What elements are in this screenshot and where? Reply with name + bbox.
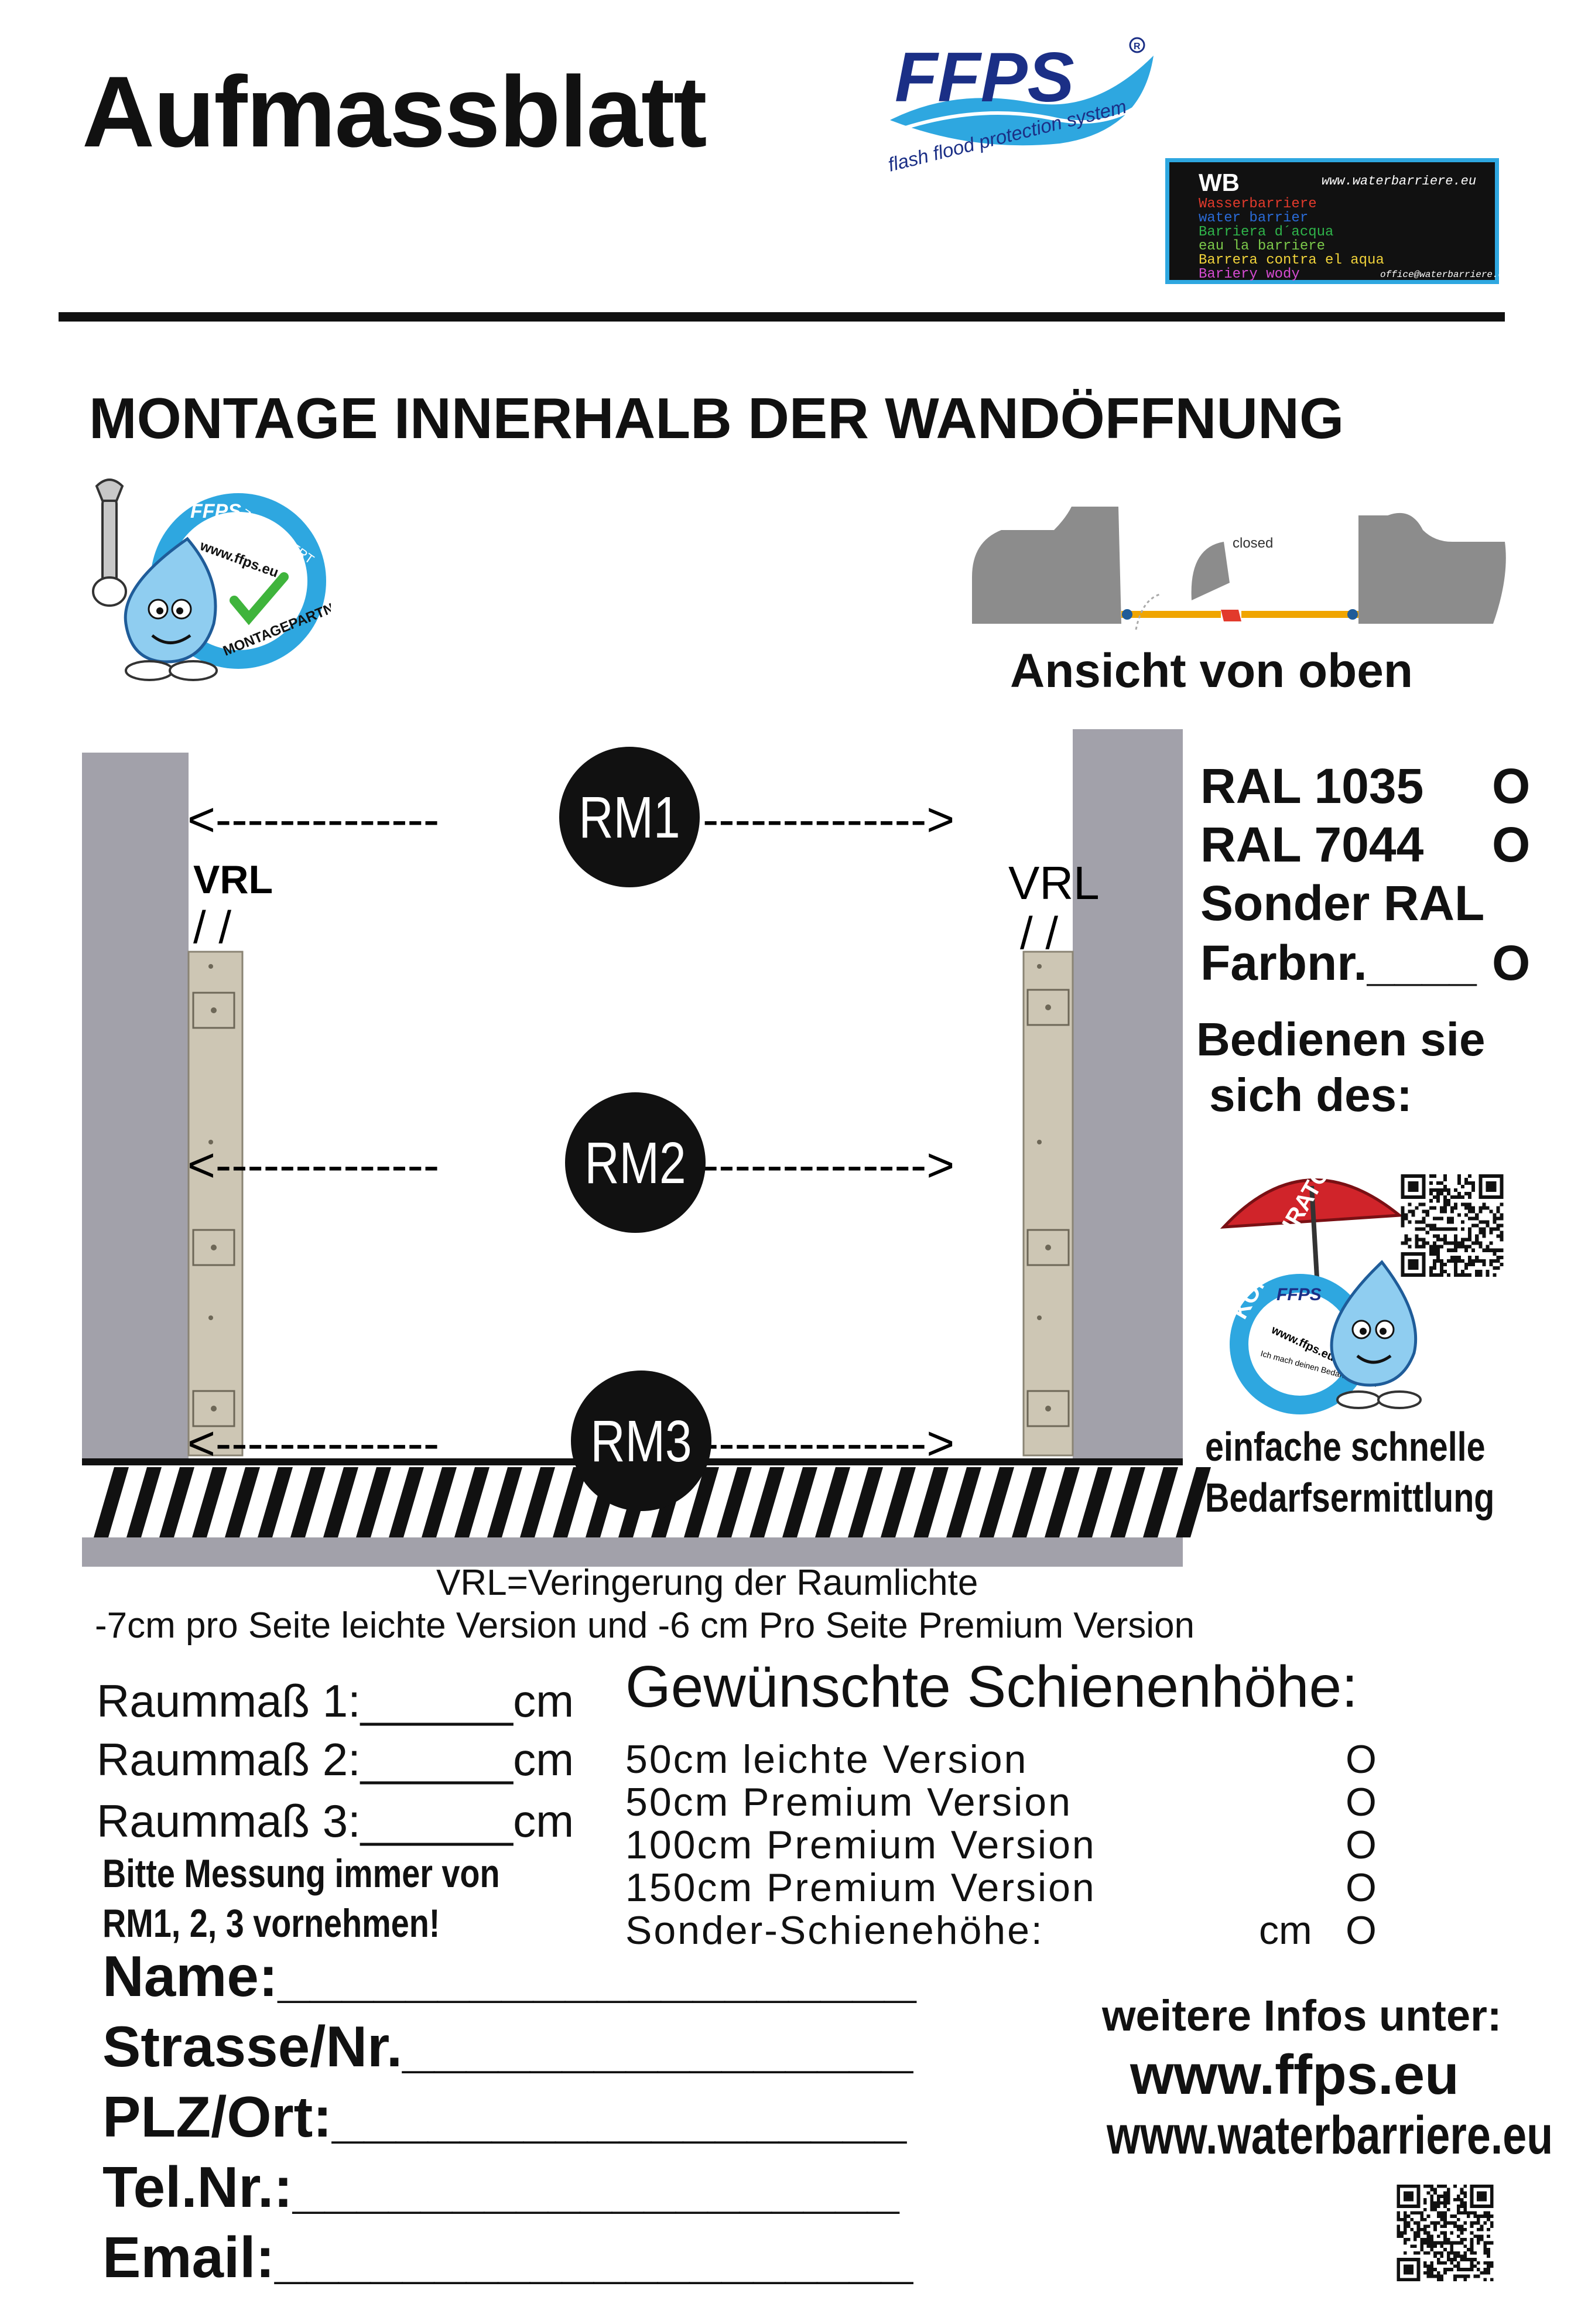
floor-base-shape	[82, 1458, 1183, 1567]
left-rail-shape	[1121, 611, 1221, 618]
wb-abbr: WB	[1199, 169, 1240, 196]
measure-marker	[559, 747, 700, 887]
measure-arrow-left: <--------------	[187, 1139, 439, 1192]
rail-sonder-unit: cm	[1259, 1908, 1312, 1953]
measurement-hint-line1: Bitte Messung immer von	[102, 1851, 500, 1896]
floor-hatching	[82, 1458, 1211, 1537]
plz-ort-field[interactable]: PLZ/Ort:__________________	[102, 2084, 907, 2149]
svg-text:FFPS: FFPS	[190, 500, 241, 522]
konfigurator-intro-line2: sich des:	[1209, 1069, 1412, 1121]
rail-150-premium-radio[interactable]: O	[1346, 1865, 1377, 1910]
ral-7044-option: RAL 7044	[1200, 817, 1424, 872]
farbnr-radio[interactable]: O	[1492, 935, 1531, 990]
check-icon	[230, 572, 289, 626]
water-drop-mascot-icon	[124, 536, 217, 664]
rail-150-premium-option: 150cm Premium Version	[625, 1865, 1096, 1910]
rail-50-premium-radio[interactable]: O	[1346, 1780, 1377, 1824]
header-divider	[59, 312, 1505, 322]
svg-text:FFPS: FFPS	[1276, 1285, 1322, 1304]
right-rail-shape	[1022, 951, 1074, 1457]
top-view-caption: Ansicht von oben	[1010, 644, 1413, 698]
name-field[interactable]: Name:____________________	[102, 1944, 916, 2008]
farbnr-field[interactable]: Farbnr.____	[1200, 935, 1477, 990]
wb-line-es: Barrera contra el aqua	[1199, 252, 1384, 268]
wb-line-fr: eau la barriere	[1199, 238, 1326, 254]
page-title: Aufmassblatt	[82, 56, 707, 168]
waterbarriere-website-link[interactable]: www.waterbarriere.eu	[1107, 2106, 1553, 2165]
rail-50-light-option: 50cm leichte Version	[625, 1737, 1028, 1782]
konfigurator-qr-code-icon	[1401, 1174, 1504, 1277]
rail-sonder-radio[interactable]: O	[1346, 1908, 1377, 1953]
rail-100-premium-option: 100cm Premium Version	[625, 1823, 1096, 1867]
raummass-2-field[interactable]: Raummaß 2:______cm	[97, 1734, 574, 1785]
ral-7044-radio[interactable]: O	[1492, 817, 1531, 872]
measure-label: RM1	[579, 785, 680, 850]
measure-label: RM3	[590, 1409, 692, 1474]
right-rail-shape	[1241, 611, 1358, 618]
rail-sonder-option: Sonder-Schienehöhe:	[625, 1908, 1044, 1953]
wrench-icon	[101, 497, 118, 587]
vrl-left-label: VRL	[193, 857, 273, 902]
measure-arrow-left: <--------------	[187, 1417, 439, 1470]
konfigurator-intro-line1: Bedienen sie	[1196, 1013, 1486, 1065]
email-field[interactable]: Email:____________________	[102, 2225, 913, 2289]
section-subtitle: MONTAGE INNERHALB DER WANDÖFFNUNG	[89, 386, 1344, 450]
ffps-logo: FFPS R flash flood protection system	[886, 37, 1154, 173]
closed-panel-shape	[1191, 542, 1230, 600]
certified-partner-badge: FFPS ZERTIFIZIERT MONTAGEPARTNER www.ffp…	[92, 479, 331, 681]
left-wall-shape	[82, 753, 189, 1482]
wb-url: www.waterbarriere.eu	[1322, 174, 1477, 189]
logo-brand-text: FFPS	[895, 38, 1074, 117]
konfigurator-badge: KONFIGURATOR FFPS www.ffps.eu Ich mach d…	[1220, 1151, 1422, 1414]
wb-line-en: water barrier	[1199, 210, 1309, 226]
water-drop-mascot-icon	[1330, 1260, 1418, 1387]
measure-marker	[571, 1371, 711, 1511]
ral-1035-option: RAL 1035	[1200, 758, 1424, 814]
website-qr-code-icon	[1397, 2185, 1494, 2281]
sonder-ral-label: Sonder RAL	[1200, 876, 1485, 931]
einfache-caption-line1: einfache schnelle	[1205, 1424, 1486, 1469]
more-info-label: weitere Infos unter:	[1102, 1991, 1502, 2040]
rail-50-light-radio[interactable]: O	[1346, 1737, 1377, 1782]
measure-arrow-right: -------------->	[703, 1417, 954, 1470]
svg-text:R: R	[1134, 42, 1141, 52]
measure-arrow-right: -------------->	[703, 1139, 954, 1192]
ffps-website-link[interactable]: www.ffps.eu	[1130, 2043, 1459, 2106]
measure-marker	[565, 1092, 706, 1233]
vrl-right-label: VRL	[1008, 857, 1100, 909]
svg-text:/ /: / /	[193, 901, 231, 953]
top-view-illustration: closed	[972, 507, 1506, 630]
left-rail-shape	[187, 951, 244, 1457]
waterbarriere-logo-box: WB www.waterbarriere.eu Wasserbarriere w…	[1165, 158, 1510, 284]
wb-email: office@waterbarriere.eu	[1380, 269, 1510, 280]
vrl-deduction-note: -7cm pro Seite leichte Version und -6 cm…	[95, 1605, 1195, 1646]
left-wall-shape	[972, 507, 1121, 624]
raummass-3-field[interactable]: Raummaß 3:______cm	[97, 1795, 574, 1847]
strasse-field[interactable]: Strasse/Nr.________________	[102, 2014, 913, 2079]
rail-100-premium-radio[interactable]: O	[1346, 1823, 1377, 1867]
wb-line-it: Barriera d´acqua	[1199, 224, 1334, 240]
right-wall-shape	[1073, 729, 1183, 1482]
tel-field[interactable]: Tel.Nr.:___________________	[102, 2155, 899, 2219]
wb-line-pl: Bariery wody	[1199, 266, 1300, 282]
raummass-1-field[interactable]: Raummaß 1:______cm	[97, 1675, 574, 1727]
svg-text:/ /: / /	[1020, 907, 1058, 959]
ral-1035-radio[interactable]: O	[1492, 758, 1531, 814]
vrl-definition: VRL=Veringerung der Raumlichte	[436, 1563, 978, 1603]
closed-label: closed	[1233, 535, 1273, 551]
rail-50-premium-option: 50cm Premium Version	[625, 1780, 1072, 1824]
rail-height-heading: Gewünschte Schienenhöhe:	[625, 1654, 1358, 1720]
measurement-hint-line2: RM1, 2, 3 vornehmen!	[102, 1901, 440, 1946]
right-wall-shape	[1358, 512, 1506, 624]
wb-line-de: Wasserbarriere	[1199, 196, 1317, 212]
measure-arrow-left: <--------------	[187, 793, 439, 846]
measure-label: RM2	[584, 1130, 686, 1196]
einfache-caption-line2: Bedarfsermittlung	[1205, 1475, 1495, 1520]
measure-arrow-right: -------------->	[703, 793, 954, 846]
